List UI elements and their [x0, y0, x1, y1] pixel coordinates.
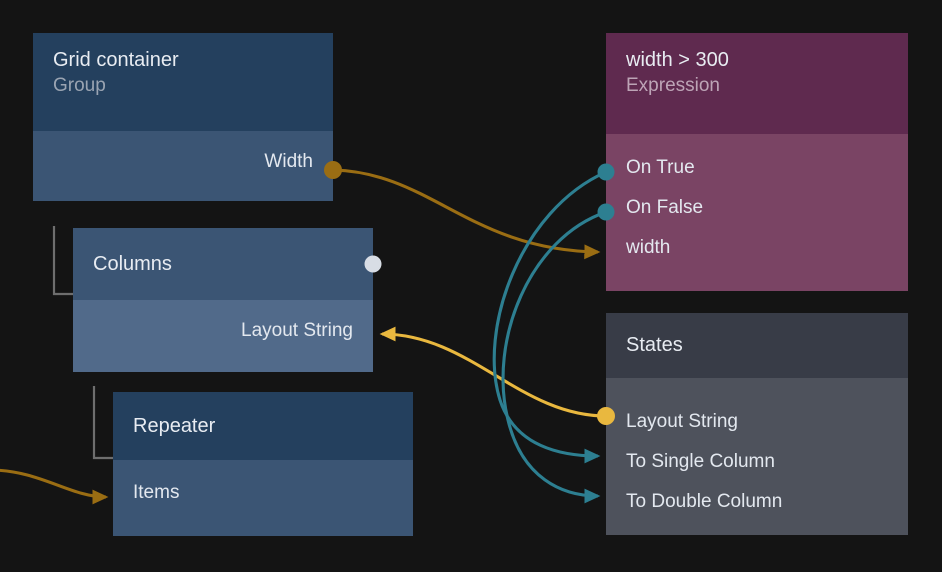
port-label-on-true: On True [626, 156, 695, 178]
port-label-layout-string-columns: Layout String [241, 319, 353, 341]
port-label-items: Items [133, 481, 180, 503]
node-grid-container[interactable]: Grid container Group Width [33, 33, 333, 201]
port-row-on-true[interactable]: On True [606, 147, 908, 187]
port-row-to-double-column[interactable]: To Double Column [606, 481, 908, 521]
node-states-title: States [626, 334, 683, 357]
port-pin-on-true[interactable] [597, 163, 615, 181]
node-grid-container-body: Width [33, 131, 333, 201]
node-grid-container-title: Grid container [53, 49, 179, 71]
port-pin-columns-output[interactable] [364, 255, 382, 273]
node-states-header[interactable]: States [606, 313, 908, 378]
wire-onfalse-to-double-column [501, 210, 607, 504]
wire-ontrue-to-single-column [492, 170, 607, 464]
port-label-to-single-column: To Single Column [626, 450, 775, 472]
node-expression[interactable]: width > 300 Expression On True On False … [606, 33, 908, 291]
node-columns-header[interactable]: Columns [73, 228, 373, 300]
port-label-to-double-column: To Double Column [626, 490, 783, 512]
node-columns[interactable]: Columns Layout String [73, 228, 373, 372]
wire-offscreen-to-repeater-items [0, 468, 109, 505]
port-row-expression-width[interactable]: width [606, 227, 908, 267]
node-columns-title: Columns [93, 252, 172, 275]
port-row-layout-string-columns[interactable]: Layout String [73, 316, 373, 344]
node-repeater-header[interactable]: Repeater [113, 392, 413, 460]
port-row-items[interactable]: Items [113, 478, 413, 506]
node-columns-body: Layout String [73, 300, 373, 372]
wire-states-layoutstring-to-columns-layoutstring [379, 326, 607, 418]
node-grid-container-subtitle: Group [53, 75, 106, 97]
node-grid-container-header[interactable]: Grid container Group [33, 33, 333, 131]
node-expression-title: width > 300 [626, 49, 729, 71]
port-row-to-single-column[interactable]: To Single Column [606, 441, 908, 481]
port-label-layout-string-states: Layout String [626, 410, 738, 432]
port-label-expression-width: width [626, 236, 671, 258]
port-label-on-false: On False [626, 196, 704, 218]
node-repeater-title: Repeater [133, 414, 216, 437]
port-row-width[interactable]: Width [33, 147, 333, 175]
port-pin-states-layout-string[interactable] [597, 407, 615, 425]
node-expression-subtitle: Expression [626, 75, 720, 97]
port-label-width: Width [264, 150, 313, 172]
port-pin-on-false[interactable] [597, 203, 615, 221]
bracket-columns-to-repeater [92, 386, 114, 460]
port-row-layout-string-states[interactable]: Layout String [606, 401, 908, 441]
node-expression-body: On True On False width [606, 134, 908, 291]
port-pin-width-output[interactable] [324, 161, 342, 179]
port-row-on-false[interactable]: On False [606, 187, 908, 227]
node-expression-header[interactable]: width > 300 Expression [606, 33, 908, 134]
node-repeater[interactable]: Repeater Items [113, 392, 413, 536]
node-states-body: Layout String To Single Column To Double… [606, 378, 908, 535]
node-repeater-body: Items [113, 460, 413, 536]
bracket-grid-to-columns [52, 226, 74, 296]
node-states[interactable]: States Layout String To Single Column To… [606, 313, 908, 535]
